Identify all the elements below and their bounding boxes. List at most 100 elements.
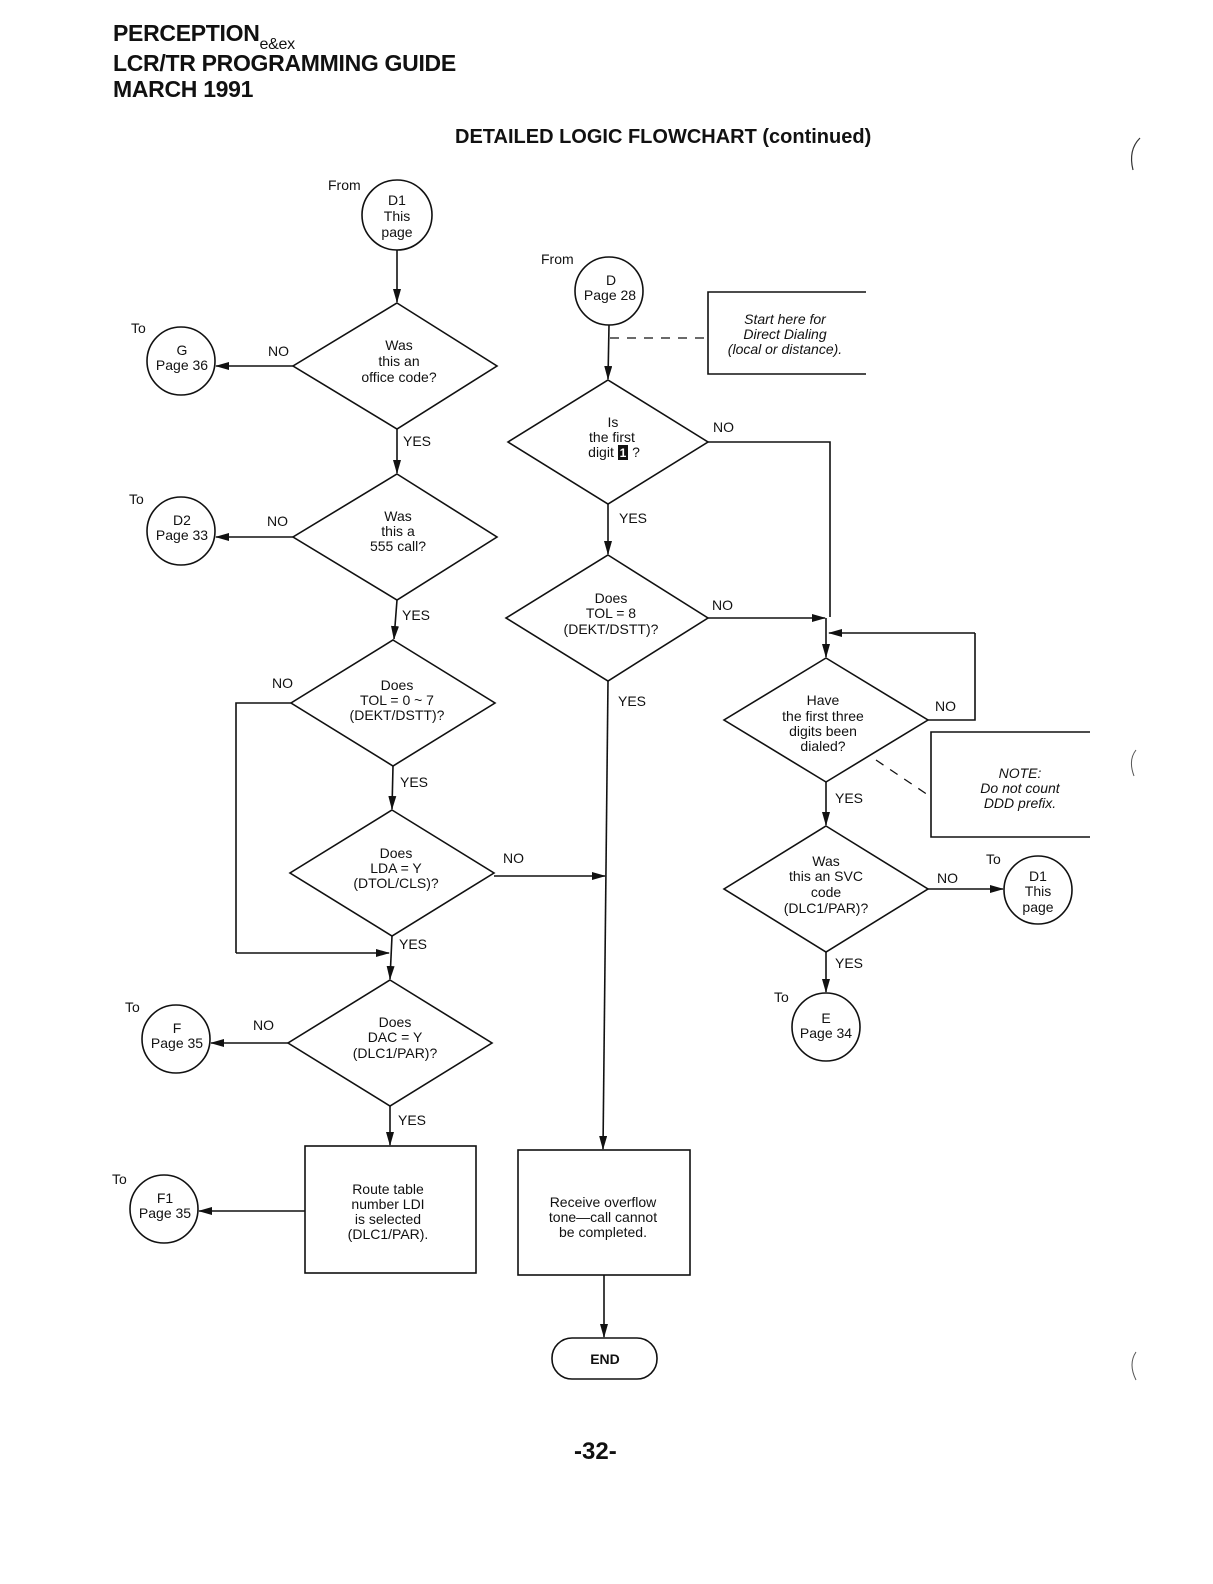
note-text: (local or distance). <box>728 341 842 357</box>
no-label: NO <box>268 343 289 359</box>
decision-text: Is <box>608 414 619 430</box>
header-line-3: MARCH 1991 <box>113 76 254 102</box>
decision-text: office code? <box>361 369 436 385</box>
from-label: From <box>541 251 574 267</box>
yes-label: YES <box>835 955 863 971</box>
to-label: To <box>112 1171 127 1187</box>
decision-text: Does <box>379 1014 412 1030</box>
header-product-suffix: e&ex <box>259 36 296 53</box>
flow-line <box>388 765 397 810</box>
yes-label: YES <box>400 774 428 790</box>
decision-text: the first <box>589 429 635 445</box>
terminator-end <box>551 1337 658 1380</box>
decision-text: Does <box>595 590 628 606</box>
header-line-2: LCR/TR PROGRAMMING GUIDE <box>113 50 456 76</box>
end-label: END <box>590 1351 620 1367</box>
decision-text: TOL = 8 <box>586 605 636 621</box>
connector-text: E <box>821 1010 830 1026</box>
margin-mark <box>1130 137 1141 171</box>
decision-digit: 1 <box>620 446 627 460</box>
decision-text: dialed? <box>800 738 845 754</box>
connector-text: D1 <box>1029 868 1047 884</box>
from-label: From <box>328 177 361 193</box>
to-label: To <box>125 999 140 1015</box>
page-number: -32- <box>574 1438 617 1465</box>
note-text: Direct Dialing <box>743 326 826 342</box>
connector-text: G <box>177 342 188 358</box>
no-label: NO <box>937 870 958 886</box>
no-label: NO <box>272 675 293 691</box>
decision-text: digits been <box>789 723 857 739</box>
flow-line <box>599 680 609 1150</box>
box-text: Route table <box>352 1181 424 1197</box>
decision-text: digit <box>588 444 614 460</box>
no-label: NO <box>267 513 288 529</box>
note-text: Start here for <box>744 311 827 327</box>
connector-text: Page 36 <box>156 357 208 373</box>
yes-label: YES <box>835 790 863 806</box>
decision-text: TOL = 0 ~ 7 <box>360 692 434 708</box>
note-text: DDD prefix. <box>984 795 1056 811</box>
connector-text: F1 <box>157 1190 174 1206</box>
decision-text: this an <box>378 353 419 369</box>
yes-label: YES <box>619 510 647 526</box>
connector-text: Page 33 <box>156 527 208 543</box>
box-text: is selected <box>355 1211 421 1227</box>
connector-text: page <box>381 224 412 240</box>
decision-text: DAC = Y <box>368 1029 423 1045</box>
connector-text: Page 35 <box>151 1035 203 1051</box>
yes-label: YES <box>398 1112 426 1128</box>
connector-text: D <box>606 272 616 288</box>
digit-one-highlight <box>618 445 628 460</box>
connector-text: D2 <box>173 512 191 528</box>
box-text: number LDI <box>351 1196 424 1212</box>
box-text: (DLC1/PAR). <box>348 1226 429 1242</box>
connector-text: Page 34 <box>800 1025 852 1041</box>
connector-text: Page 28 <box>584 287 636 303</box>
connector-e-page34 <box>791 992 861 1062</box>
yes-label: YES <box>399 936 427 952</box>
flow-line <box>386 935 395 980</box>
decision-text: LDA = Y <box>370 860 422 876</box>
to-label: To <box>986 851 1001 867</box>
decision-text: Does <box>380 845 413 861</box>
connector-text: D1 <box>388 192 406 208</box>
to-label: To <box>131 320 146 336</box>
decision-text: code <box>811 884 842 900</box>
margin-mark <box>1130 749 1137 777</box>
connector-text: This <box>1025 883 1051 899</box>
decision-text: Was <box>385 337 412 353</box>
connector-d2-page33 <box>146 496 216 566</box>
flowchart-title: DETAILED LOGIC FLOWCHART (continued) <box>455 126 872 148</box>
document-header: PERCEPTIONe&ex LCR/TR PROGRAMMING GUIDE … <box>113 20 456 102</box>
no-label: NO <box>503 850 524 866</box>
no-label: NO <box>253 1017 274 1033</box>
connector-g-page36 <box>146 326 216 396</box>
flow-line <box>928 633 976 721</box>
box-text: Receive overflow <box>550 1194 657 1210</box>
decision-text: (DLC1/PAR)? <box>784 900 869 916</box>
to-label: To <box>774 989 789 1005</box>
box-text: be completed. <box>559 1224 647 1240</box>
note-leader-ddd-prefix <box>875 759 932 798</box>
no-label: NO <box>712 597 733 613</box>
no-label: NO <box>935 698 956 714</box>
decision-text: 555 call? <box>370 538 426 554</box>
decision-text: (DTOL/CLS)? <box>353 875 439 891</box>
flow-line <box>391 599 399 640</box>
connector-d1-right <box>1003 855 1073 925</box>
connector-text: page <box>1022 899 1053 915</box>
box-route-table <box>304 1145 477 1274</box>
yes-label: YES <box>402 607 430 623</box>
flow-line <box>235 702 291 953</box>
decision-text: Have <box>807 692 840 708</box>
note-text: NOTE: <box>999 765 1042 781</box>
decision-text: Was <box>812 853 839 869</box>
decision-text: this a <box>381 523 415 539</box>
connector-text: F <box>173 1020 182 1036</box>
no-label: NO <box>713 419 734 435</box>
flow-line <box>604 324 613 380</box>
connector-text: Page 35 <box>139 1205 191 1221</box>
yes-label: YES <box>403 433 431 449</box>
